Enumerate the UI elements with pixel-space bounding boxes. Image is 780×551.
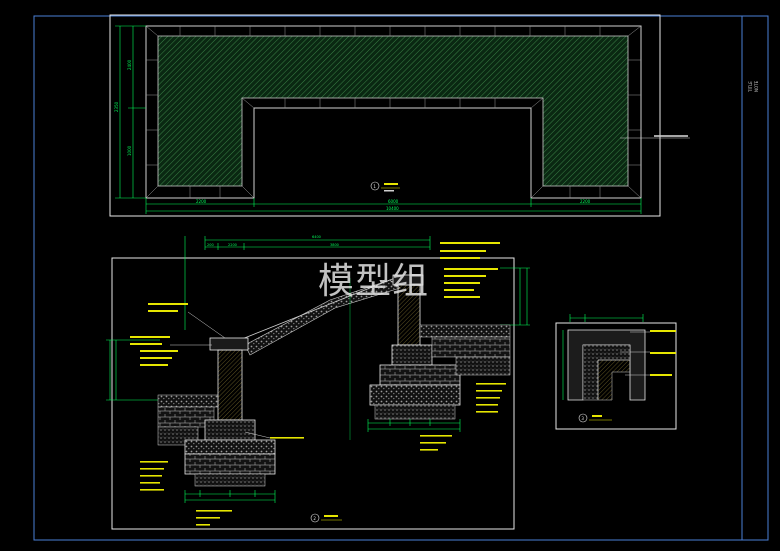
plan-dims-bottom xyxy=(145,198,642,214)
title-block-line: TITLE xyxy=(748,81,753,93)
wall-soil xyxy=(194,473,266,487)
plan-label-bubble xyxy=(370,181,380,191)
plan-label-text xyxy=(384,183,398,185)
detail-leaders xyxy=(620,331,650,376)
detail-label-bubble xyxy=(578,413,588,423)
plan-label-number: 1 xyxy=(373,184,376,189)
right-wall xyxy=(349,274,511,440)
section-label-text xyxy=(324,515,338,517)
right-wall-base xyxy=(379,364,461,386)
plan-dim-bottom: 2200 xyxy=(196,199,207,204)
ground-layer-left xyxy=(157,394,219,408)
wall-base xyxy=(184,439,276,455)
right-ground-layer-3 xyxy=(455,356,511,376)
section-dims-right xyxy=(500,267,530,326)
right-wall-dims xyxy=(367,419,461,432)
section-view: 200 2200 3800 6400 xyxy=(106,235,530,530)
right-wall-footing xyxy=(391,344,433,366)
wall-footing xyxy=(204,419,256,441)
detail-label-number: 3 xyxy=(581,416,584,421)
right-ground-layer xyxy=(419,324,511,338)
right-wall-soil xyxy=(374,404,456,420)
plan-note-text xyxy=(654,135,688,137)
section-label-bubble xyxy=(310,513,320,523)
section-view-border xyxy=(111,257,515,530)
plan-dim-left: 1000 xyxy=(127,145,132,156)
detail-view: 3 xyxy=(555,314,677,430)
left-note-leaders xyxy=(170,311,271,439)
slope-line xyxy=(231,275,401,344)
section-dims-left xyxy=(106,339,160,401)
right-wall-subbase xyxy=(369,384,461,406)
plan-view: 2400 2350 1000 2200 6000 2200 10400 1 xyxy=(109,14,690,217)
detail-label-text xyxy=(592,415,602,417)
coping-joints xyxy=(145,25,642,199)
right-notes xyxy=(420,242,506,451)
plan-label-scale xyxy=(384,190,394,192)
left-wall xyxy=(157,337,276,487)
left-wall-dims xyxy=(184,490,276,503)
plan-dim-bottom: 2200 xyxy=(580,199,591,204)
outer-frame xyxy=(33,15,769,541)
plan-view-border xyxy=(109,14,661,217)
wall-shaft xyxy=(217,349,243,421)
left-notes xyxy=(130,303,304,526)
corner-core xyxy=(597,359,631,401)
section-label-number: 2 xyxy=(313,516,316,521)
section-dim-total: 6400 xyxy=(312,235,321,239)
planter-inner-outline xyxy=(157,35,629,187)
detail-dims xyxy=(562,314,644,400)
detail-notes xyxy=(650,330,676,376)
plan-dims-left xyxy=(115,25,146,199)
plan-dim-bottom: 6000 xyxy=(388,199,399,204)
section-dims-top xyxy=(184,236,431,330)
title-block: TITLE NOTE xyxy=(748,80,759,93)
plan-dim-left: 2400 xyxy=(127,59,132,70)
plan-dim-total: 10400 xyxy=(386,206,399,211)
coping-stone xyxy=(209,337,249,351)
plan-dim-left: 2350 xyxy=(114,101,119,112)
section-dim-top: 2200 xyxy=(228,243,237,247)
detail-view-border xyxy=(555,322,677,430)
wall-subbase xyxy=(184,453,276,475)
right-ground-layer-2 xyxy=(431,336,511,358)
section-dim-top: 3800 xyxy=(330,243,339,247)
watermark: 模型组 xyxy=(318,261,430,302)
section-dim-top: 200 xyxy=(207,243,214,247)
title-block-line: NOTE xyxy=(754,80,759,92)
